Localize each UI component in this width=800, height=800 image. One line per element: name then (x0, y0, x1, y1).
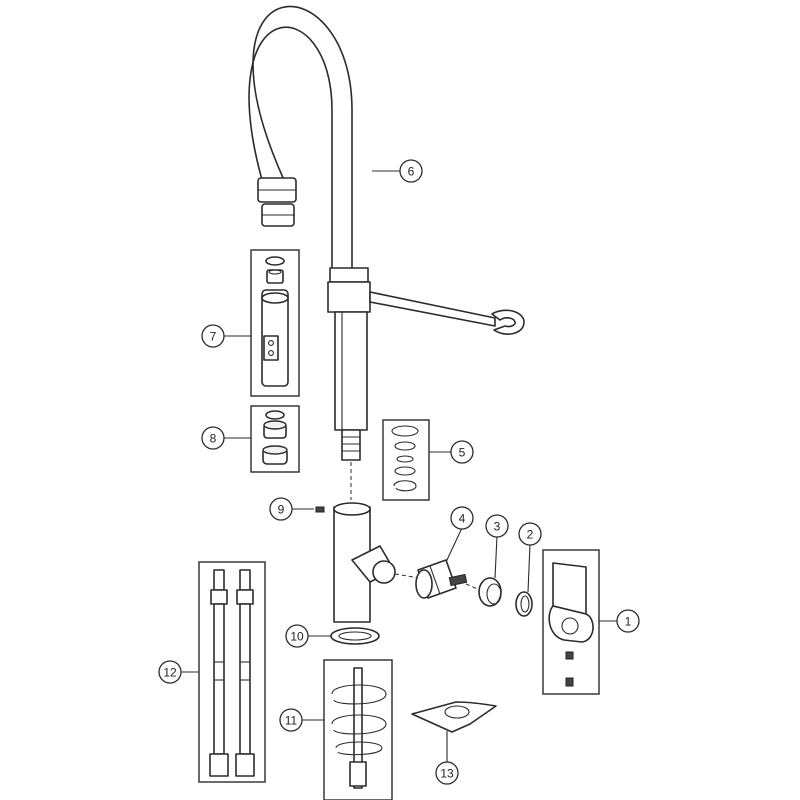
callout-12: 12 (158, 660, 182, 684)
callout-label: 11 (285, 714, 298, 728)
part-5-seal-kit (382, 419, 430, 501)
part-10-base-washer (330, 627, 380, 645)
callout-circle (285, 624, 309, 648)
callout-circle (450, 440, 474, 464)
callout-5: 5 (450, 440, 474, 464)
callout-6: 6 (399, 159, 423, 183)
part-1-lever-handle (542, 549, 600, 695)
part-13-base-plate (411, 701, 497, 733)
callout-circle (279, 708, 303, 732)
callout-1: 1 (616, 609, 640, 633)
callout-10: 10 (285, 624, 309, 648)
callout-label: 6 (408, 165, 415, 179)
part-7-spray-head (250, 249, 300, 397)
part-8-aerator (250, 405, 300, 473)
callout-circle (616, 609, 640, 633)
part-6-gooseneck-spout (248, 5, 525, 461)
leader-2 (527, 543, 531, 593)
callout-13: 13 (435, 761, 459, 785)
callout-label: 2 (527, 528, 534, 542)
callout-3: 3 (485, 514, 509, 538)
leader-4 (445, 527, 463, 563)
callout-label: 13 (440, 767, 454, 781)
callout-9: 9 (269, 497, 293, 521)
callout-11: 11 (279, 708, 303, 732)
callout-label: 9 (278, 503, 285, 517)
part-12-flex-hoses (198, 561, 266, 783)
callout-circle (518, 522, 542, 546)
leader-3 (494, 535, 498, 579)
callout-label: 3 (494, 520, 501, 534)
callout-4: 4 (450, 506, 474, 530)
callout-label: 12 (163, 666, 177, 680)
callout-circle (269, 497, 293, 521)
part-11-mounting-kit (323, 659, 393, 800)
callout-label: 4 (459, 512, 466, 526)
callout-7: 7 (201, 324, 225, 348)
callout-2: 2 (518, 522, 542, 546)
callout-label: 5 (459, 446, 466, 460)
callout-circle (201, 426, 225, 450)
callout-circle (158, 660, 182, 684)
part-2-ring (515, 591, 533, 617)
callout-circle (399, 159, 423, 183)
callout-label: 10 (290, 630, 304, 644)
callout-circle (435, 761, 459, 785)
callout-circle (485, 514, 509, 538)
part-3-retaining-nut (478, 577, 502, 607)
callout-label: 8 (210, 432, 217, 446)
callout-label: 7 (210, 330, 217, 344)
part-main-body (333, 502, 396, 623)
callout-circle (201, 324, 225, 348)
part-4-cartridge (415, 559, 468, 599)
callout-label: 1 (625, 615, 632, 629)
part-9-grub-screw (315, 506, 325, 513)
callout-8: 8 (201, 426, 225, 450)
callout-circle (450, 506, 474, 530)
